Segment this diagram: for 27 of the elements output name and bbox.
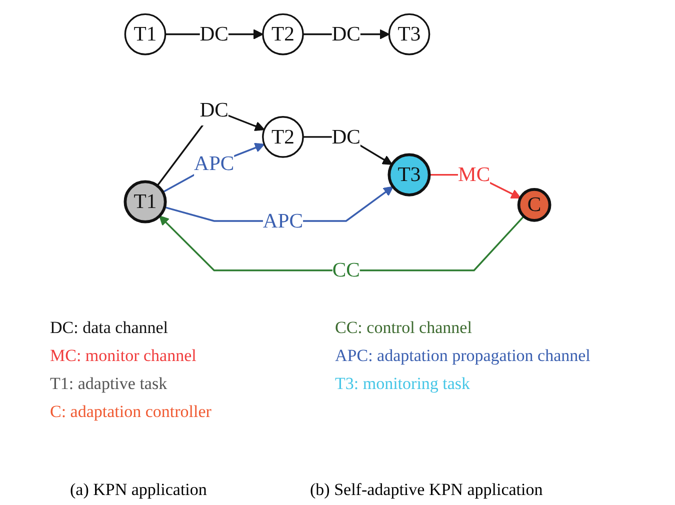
edge-label: DC (332, 22, 360, 46)
legend-entry: MC: monitor channel (50, 346, 196, 366)
node-circle (124, 13, 166, 56)
node-circle (262, 116, 304, 158)
node-circle (124, 180, 167, 224)
node-circle (517, 188, 552, 222)
edge-label: CC (332, 258, 360, 282)
legend-entry: T1: adaptive task (50, 374, 168, 394)
diagram-drawing: DC DC DC DC APC APC MC CC T1 T2 T3 T1 T2 T3 C (10, 5, 665, 295)
node-circle (388, 13, 430, 56)
edge-label: DC (200, 98, 228, 121)
edge-label: MC (458, 162, 490, 186)
node-circle (262, 13, 304, 56)
edge-label: DC (332, 124, 360, 148)
panel-caption: (b) Self-adaptive KPN application (310, 480, 543, 500)
legend-entry: C: adaptation controller (50, 402, 212, 422)
edge-label: APC (194, 152, 234, 175)
legend-entry: APC: adaptation propagation channel (335, 346, 590, 366)
node-circle (388, 153, 431, 196)
edge-label: DC (200, 22, 228, 46)
legend-entry: CC: control channel (335, 318, 472, 338)
legend-entry: T3: monitoring task (335, 374, 470, 394)
arrow (159, 215, 524, 272)
arrow (162, 142, 265, 193)
panel-caption: (a) KPN application (70, 480, 207, 500)
edge-label: APC (262, 208, 304, 232)
legend-entry: DC: data channel (50, 318, 168, 338)
